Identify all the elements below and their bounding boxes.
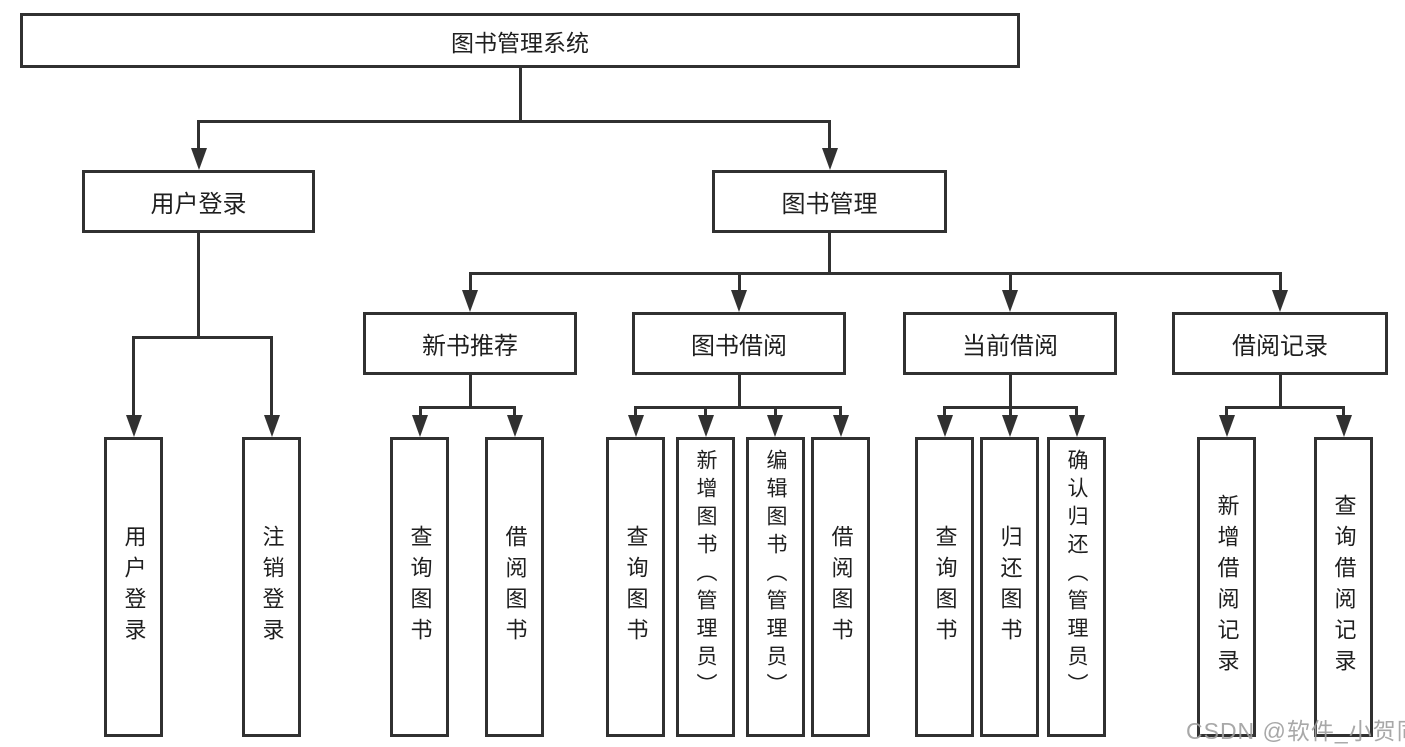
arrow-down bbox=[125, 415, 142, 437]
node-label: 借阅图书 bbox=[828, 525, 854, 649]
connector-line bbox=[1008, 272, 1012, 292]
arrow-down bbox=[832, 415, 849, 437]
node-label: 图书借阅 bbox=[691, 333, 787, 360]
connector-line bbox=[737, 375, 741, 406]
node-book-borrow: 图书借阅 bbox=[632, 312, 846, 375]
node-label: 新增图书（管理员） bbox=[694, 449, 717, 701]
connector-line bbox=[737, 272, 741, 292]
arrow-down bbox=[936, 415, 953, 437]
leaf-add-books-admin: 新增图书（管理员） bbox=[676, 437, 735, 737]
node-label: 用户登录 bbox=[150, 191, 247, 218]
connector-line bbox=[704, 406, 707, 417]
leaf-query-books-current: 查询图书 bbox=[915, 437, 974, 737]
connector-line bbox=[1075, 406, 1078, 417]
node-book-management: 图书管理 bbox=[712, 170, 947, 233]
connector-line bbox=[513, 406, 516, 417]
leaf-return-books: 归还图书 bbox=[980, 437, 1039, 737]
connector-line bbox=[132, 336, 273, 339]
arrow-down bbox=[1272, 290, 1288, 312]
connector-line bbox=[1225, 406, 1228, 417]
node-label: 查询图书 bbox=[407, 525, 433, 649]
node-label: 借阅记录 bbox=[1232, 333, 1328, 360]
connector-line bbox=[1278, 375, 1282, 406]
arrow-down bbox=[697, 415, 714, 437]
node-user-login-group: 用户登录 bbox=[82, 170, 315, 233]
connector-line bbox=[1225, 406, 1345, 409]
node-label: 归还图书 bbox=[997, 525, 1023, 649]
arrow-down bbox=[1335, 415, 1352, 437]
arrow-down bbox=[1002, 415, 1018, 437]
node-label: 新书推荐 bbox=[422, 333, 518, 360]
node-label: 查询借阅记录 bbox=[1331, 494, 1357, 680]
connector-line bbox=[468, 375, 472, 406]
arrow-down bbox=[1002, 290, 1018, 312]
leaf-query-books-recommend: 查询图书 bbox=[390, 437, 449, 737]
connector-line bbox=[943, 406, 946, 417]
arrow-down bbox=[412, 415, 428, 437]
node-label: 借阅图书 bbox=[502, 525, 528, 649]
node-label: 当前借阅 bbox=[962, 333, 1058, 360]
connector-line bbox=[634, 406, 637, 417]
arrow-down bbox=[506, 415, 523, 437]
arrow-down bbox=[627, 415, 644, 437]
node-borrow-records: 借阅记录 bbox=[1172, 312, 1388, 375]
node-label: 图书管理系统 bbox=[451, 29, 589, 56]
connector-line bbox=[418, 406, 422, 417]
leaf-query-books-borrow: 查询图书 bbox=[606, 437, 665, 737]
arrow-down bbox=[1218, 415, 1235, 437]
arrow-down bbox=[731, 290, 747, 312]
connector-line bbox=[197, 120, 200, 150]
node-label: 新增借阅记录 bbox=[1214, 494, 1240, 680]
connector-line bbox=[418, 406, 516, 409]
arrow-down bbox=[1068, 415, 1085, 437]
arrow-down bbox=[767, 415, 783, 437]
leaf-edit-books-admin: 编辑图书（管理员） bbox=[746, 437, 805, 737]
node-label: 查询图书 bbox=[932, 525, 958, 649]
node-new-book-recommend: 新书推荐 bbox=[363, 312, 577, 375]
node-system-root: 图书管理系统 bbox=[20, 13, 1020, 68]
connector-line bbox=[1278, 272, 1282, 292]
connector-line bbox=[132, 336, 135, 417]
arrow-down bbox=[190, 148, 207, 170]
leaf-add-borrow-record: 新增借阅记录 bbox=[1197, 437, 1256, 737]
node-current-borrow: 当前借阅 bbox=[903, 312, 1117, 375]
connector-line bbox=[839, 406, 842, 417]
node-label: 查询图书 bbox=[623, 525, 649, 649]
connector-line bbox=[1342, 406, 1345, 417]
connector-line bbox=[270, 336, 273, 417]
leaf-borrow-books: 借阅图书 bbox=[811, 437, 870, 737]
leaf-confirm-return-admin: 确认归还（管理员） bbox=[1047, 437, 1106, 737]
leaf-user-login: 用户登录 bbox=[104, 437, 163, 737]
watermark: CSDN @软件_小贺同学 bbox=[1186, 718, 1405, 744]
node-label: 图书管理 bbox=[781, 191, 878, 218]
node-label: 编辑图书（管理员） bbox=[764, 449, 787, 701]
connector-line bbox=[634, 406, 841, 409]
leaf-logout: 注销登录 bbox=[242, 437, 301, 737]
connector-line bbox=[1008, 375, 1012, 406]
connector-line bbox=[518, 66, 522, 120]
arrow-down bbox=[263, 415, 280, 437]
arrow-down bbox=[821, 148, 838, 170]
connector-line bbox=[468, 272, 472, 292]
leaf-borrow-books-recommend: 借阅图书 bbox=[485, 437, 544, 737]
node-label: 注销登录 bbox=[259, 525, 285, 649]
connector-line bbox=[197, 233, 200, 336]
arrow-down bbox=[462, 290, 478, 312]
leaf-query-borrow-record: 查询借阅记录 bbox=[1314, 437, 1373, 737]
node-label: 用户登录 bbox=[121, 525, 147, 649]
connector-line bbox=[828, 233, 831, 274]
connector-line bbox=[828, 120, 831, 150]
node-label: 确认归还（管理员） bbox=[1065, 449, 1088, 701]
connector-line bbox=[197, 120, 831, 123]
connector-line bbox=[468, 272, 1282, 275]
connector-line bbox=[773, 406, 777, 417]
connector-line bbox=[1008, 406, 1012, 417]
